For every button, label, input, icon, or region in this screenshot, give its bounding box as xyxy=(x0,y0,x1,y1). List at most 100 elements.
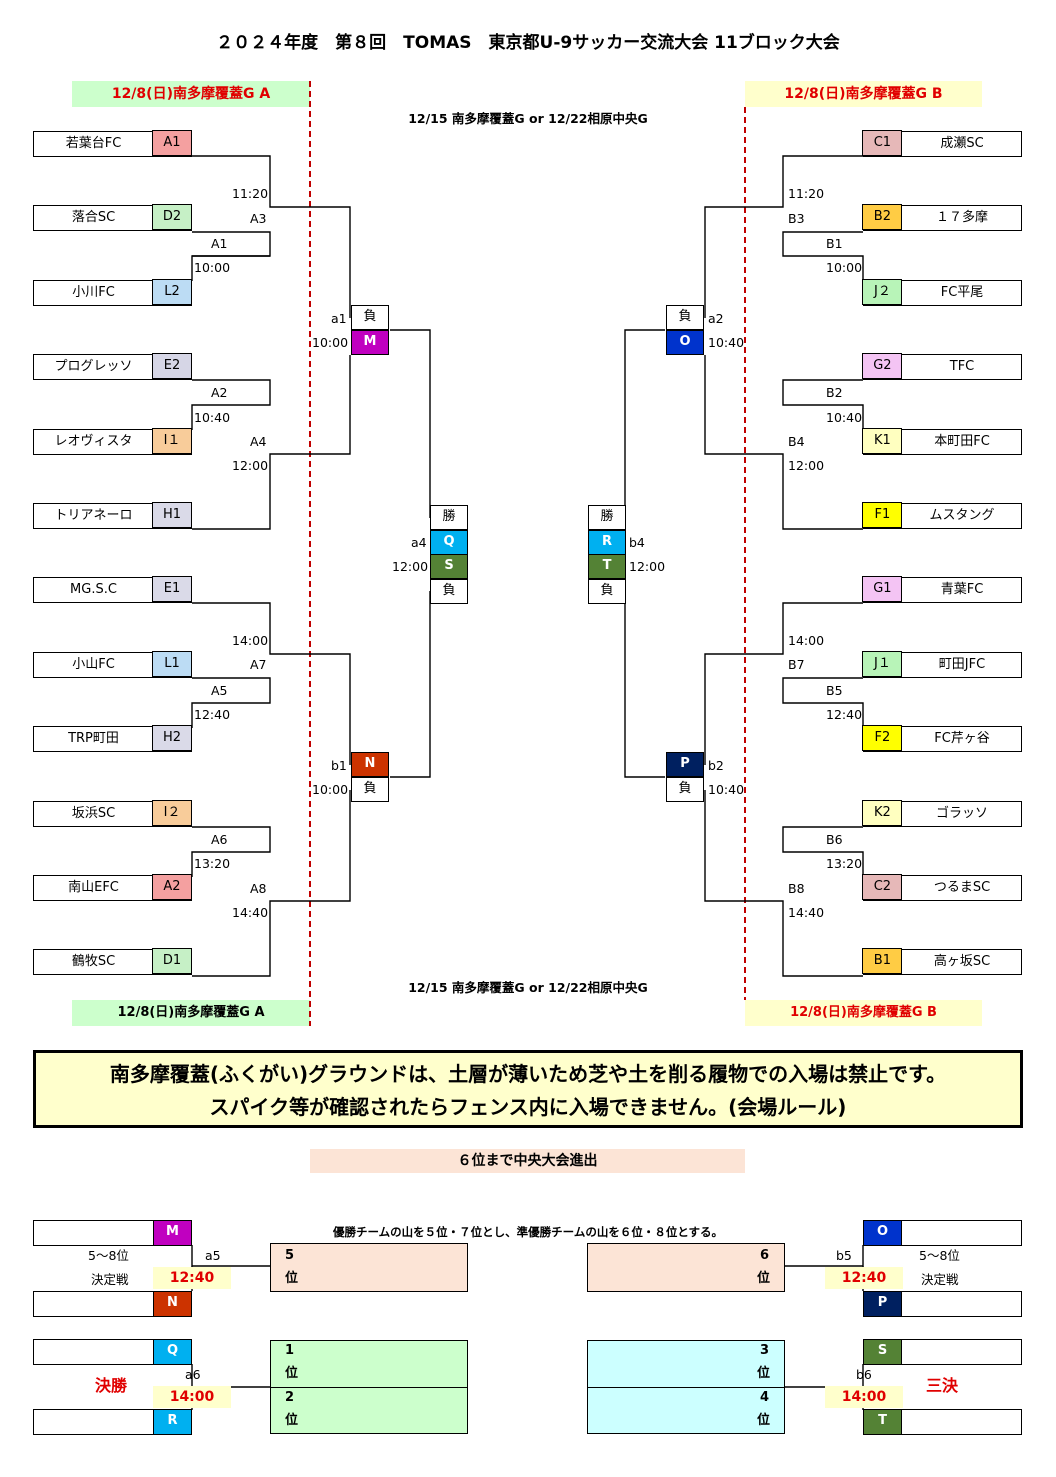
cell-t: T xyxy=(588,554,626,579)
team-code: H1 xyxy=(152,502,192,529)
right-b2-time: 10:40 xyxy=(826,410,863,425)
placement-cell-s: S xyxy=(863,1339,902,1365)
right-b1-time: 10:00 xyxy=(826,260,863,275)
left-qs-time: 12:00 xyxy=(392,559,429,574)
left-a2: A2 xyxy=(211,385,228,400)
placement-b5: b5 xyxy=(836,1248,852,1263)
left-qs-code: a4 xyxy=(411,535,427,550)
team-code: B2 xyxy=(862,204,903,231)
team-code: E2 xyxy=(152,353,192,380)
team-name: MG.S.C xyxy=(70,582,117,597)
left-a1: A1 xyxy=(211,236,228,251)
team-name: 落合SC xyxy=(71,210,116,225)
team-name: トリアネーロ xyxy=(54,508,133,523)
rank-2-suffix: 位 xyxy=(285,1413,299,1428)
rank-4-box xyxy=(587,1387,785,1434)
cell-o: O xyxy=(666,330,704,355)
rank-1-box xyxy=(270,1340,468,1388)
right-o-time: 10:40 xyxy=(708,335,745,350)
team-name: 南山EFC xyxy=(68,880,119,895)
cell-r: R xyxy=(588,530,626,555)
venue-b-banner-top: 12/8(日)南多摩覆蓋G B xyxy=(745,81,982,107)
team-code: G1 xyxy=(862,576,903,603)
notice-line-2: スパイク等が確認されたらフェンス内に入場できません。(会場ルール) xyxy=(209,1095,847,1119)
team-slot: トリアネーロ H1 xyxy=(33,502,192,529)
team-code: G2 xyxy=(862,353,903,380)
right-b5: B5 xyxy=(826,683,843,698)
team-name: つるまSC xyxy=(933,880,991,895)
placement-left-58: 5～8位 xyxy=(88,1248,129,1263)
rank-5-box xyxy=(270,1243,468,1292)
team-name: プログレッソ xyxy=(54,359,133,374)
team-name: FC平尾 xyxy=(940,285,984,300)
team-name: 若葉台FC xyxy=(65,136,122,151)
placement-note: 優勝チームの山を５位・７位とし、準優勝チームの山を６位・８位とする。 xyxy=(333,1225,723,1239)
team-name: 小山FC xyxy=(72,657,115,672)
left-a3-time: 11:20 xyxy=(232,186,269,201)
right-rt-time: 12:00 xyxy=(629,559,666,574)
cell-o-lose: 負 xyxy=(666,305,704,330)
team-slot: 青葉FC G1 xyxy=(862,576,1022,603)
semi-venue-bottom: 12/15 南多摩覆蓋G or 12/22相原中央G xyxy=(408,980,648,995)
team-name: ゴラッソ xyxy=(935,806,988,821)
right-o-code: a2 xyxy=(708,311,724,326)
placement-right-58: 5～8位 xyxy=(919,1248,960,1263)
cell-n-lose: 負 xyxy=(351,777,389,802)
team-code: C1 xyxy=(862,130,903,157)
left-a6: A6 xyxy=(211,832,228,847)
cell-q: Q xyxy=(430,530,468,555)
placement-left-58b: 決定戦 xyxy=(91,1272,129,1287)
team-name: 青葉FC xyxy=(940,582,984,597)
left-a7-time: 14:00 xyxy=(232,633,269,648)
third-label: 三決 xyxy=(926,1376,959,1395)
cell-qs-win: 勝 xyxy=(430,505,468,530)
right-b3: B3 xyxy=(788,211,805,226)
placement-cell-n: N xyxy=(153,1291,192,1317)
rank-6-box xyxy=(587,1243,785,1292)
right-b1: B1 xyxy=(826,236,843,251)
team-name: 坂浜SC xyxy=(71,806,116,821)
right-rt-code: b4 xyxy=(629,535,645,550)
right-b2: B2 xyxy=(826,385,843,400)
team-name: 鶴牧SC xyxy=(71,954,116,969)
left-a4-time: 12:00 xyxy=(232,458,269,473)
team-slot: 鶴牧SC D1 xyxy=(33,948,192,975)
right-b8: B8 xyxy=(788,881,805,896)
cell-m: M xyxy=(351,330,389,355)
rank-1-number: 1 xyxy=(285,1343,295,1358)
left-m-time: 10:00 xyxy=(312,335,349,350)
rank-1-suffix: 位 xyxy=(285,1366,299,1381)
placement-b5-time: 12:40 xyxy=(825,1267,903,1289)
left-a2-time: 10:40 xyxy=(194,410,231,425)
ground-rule-notice: 南多摩覆蓋(ふくがい)グラウンドは、土層が薄いため芝や土を削る履物での入場は禁止… xyxy=(33,1050,1023,1128)
left-a8-time: 14:40 xyxy=(232,905,269,920)
left-a6-time: 13:20 xyxy=(194,856,231,871)
left-a3: A3 xyxy=(250,211,267,226)
team-code: D2 xyxy=(152,204,192,231)
cell-p: P xyxy=(666,752,704,777)
team-code: D1 xyxy=(152,948,192,975)
cell-m-lose: 負 xyxy=(351,305,389,330)
placement-cell-q: Q xyxy=(153,1339,192,1365)
team-code: J１ xyxy=(862,651,903,678)
cell-p-lose: 負 xyxy=(666,777,704,802)
placement-cell-m: M xyxy=(153,1220,192,1246)
left-a1-time: 10:00 xyxy=(194,260,231,275)
rank-5-number: 5 xyxy=(285,1248,295,1263)
placement-a6: a6 xyxy=(185,1367,201,1382)
